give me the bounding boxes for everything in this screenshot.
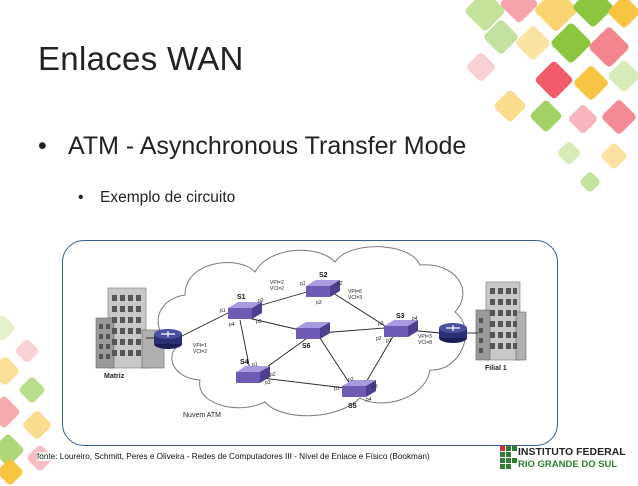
router-right-icon xyxy=(439,323,467,343)
port-label: p2 xyxy=(348,377,354,383)
institution-logo-icon xyxy=(500,446,517,469)
port-label: p3 xyxy=(265,380,271,386)
switch-s1-icon xyxy=(228,302,262,319)
switch-s4-icon xyxy=(236,366,270,383)
vci-label: VCI=2 xyxy=(193,349,207,355)
vpi-label: VPI=1 xyxy=(193,343,207,349)
port-label: p2 xyxy=(270,372,276,378)
port-label: p2 xyxy=(337,281,343,287)
port-label: p4 xyxy=(412,316,418,322)
bullet-1-text: ATM - Asynchronous Transfer Mode xyxy=(68,132,467,160)
vpi-label: VPI=2 xyxy=(270,280,284,286)
cloud-label: Nuvem ATM xyxy=(183,412,221,419)
building-matriz-icon xyxy=(95,287,165,369)
vci-label: VCI=3 xyxy=(348,295,362,301)
port-label: p1 xyxy=(252,362,258,368)
switch-s1-label: S1 xyxy=(237,294,246,301)
vci-label: VCI=8 xyxy=(418,340,432,346)
switch-s2-label: S2 xyxy=(319,272,328,279)
port-label: p3 xyxy=(378,321,384,327)
port-label: p2 xyxy=(258,298,264,304)
router-left-icon xyxy=(154,329,182,349)
filial-label: Filial 1 xyxy=(485,365,507,372)
vpi-label: VPI=3 xyxy=(418,334,432,340)
port-label: p3 xyxy=(256,319,262,325)
bullet-2-text: Exemplo de circuito xyxy=(100,189,236,206)
switch-s6-icon xyxy=(296,322,330,339)
port-label: p1 xyxy=(334,386,340,392)
switch-s2-icon xyxy=(306,280,340,297)
port-label: p2 xyxy=(376,336,382,342)
port-label: p3 xyxy=(316,300,322,306)
port-label: p4 xyxy=(229,322,235,328)
switch-s3-label: S3 xyxy=(396,313,405,320)
switch-s5-label: S5 xyxy=(348,403,357,410)
switch-s6-label: S6 xyxy=(302,343,311,350)
port-label: p1 xyxy=(386,338,392,344)
port-label: p4 xyxy=(366,397,372,403)
switch-s4-label: S4 xyxy=(240,359,249,366)
bullet-level-2: • Exemplo de circuito xyxy=(78,189,235,207)
source-citation: fonte: Loureiro, Schmitt, Peres e Olivei… xyxy=(37,452,430,461)
vci-label: VCI=2 xyxy=(270,286,284,292)
port-label: p1 xyxy=(220,308,226,314)
switch-s3-icon xyxy=(384,320,418,337)
bullet-dot: • xyxy=(78,189,84,206)
institution-name-line1: INSTITUTO FEDERAL xyxy=(518,446,626,458)
vpi-label: VPI=6 xyxy=(348,289,362,295)
slide-title: Enlaces WAN xyxy=(38,40,244,77)
bullet-level-1: • ATM - Asynchronous Transfer Mode xyxy=(38,132,466,161)
matriz-label: Matriz xyxy=(104,373,125,380)
port-label: p1 xyxy=(300,281,306,287)
institution-name-line2: RIO GRANDE DO SUL xyxy=(518,459,618,470)
switch-s5-icon xyxy=(342,380,376,397)
bullet-dot: • xyxy=(38,132,47,160)
building-filial-icon xyxy=(475,281,527,361)
port-label: p3 xyxy=(372,384,378,390)
